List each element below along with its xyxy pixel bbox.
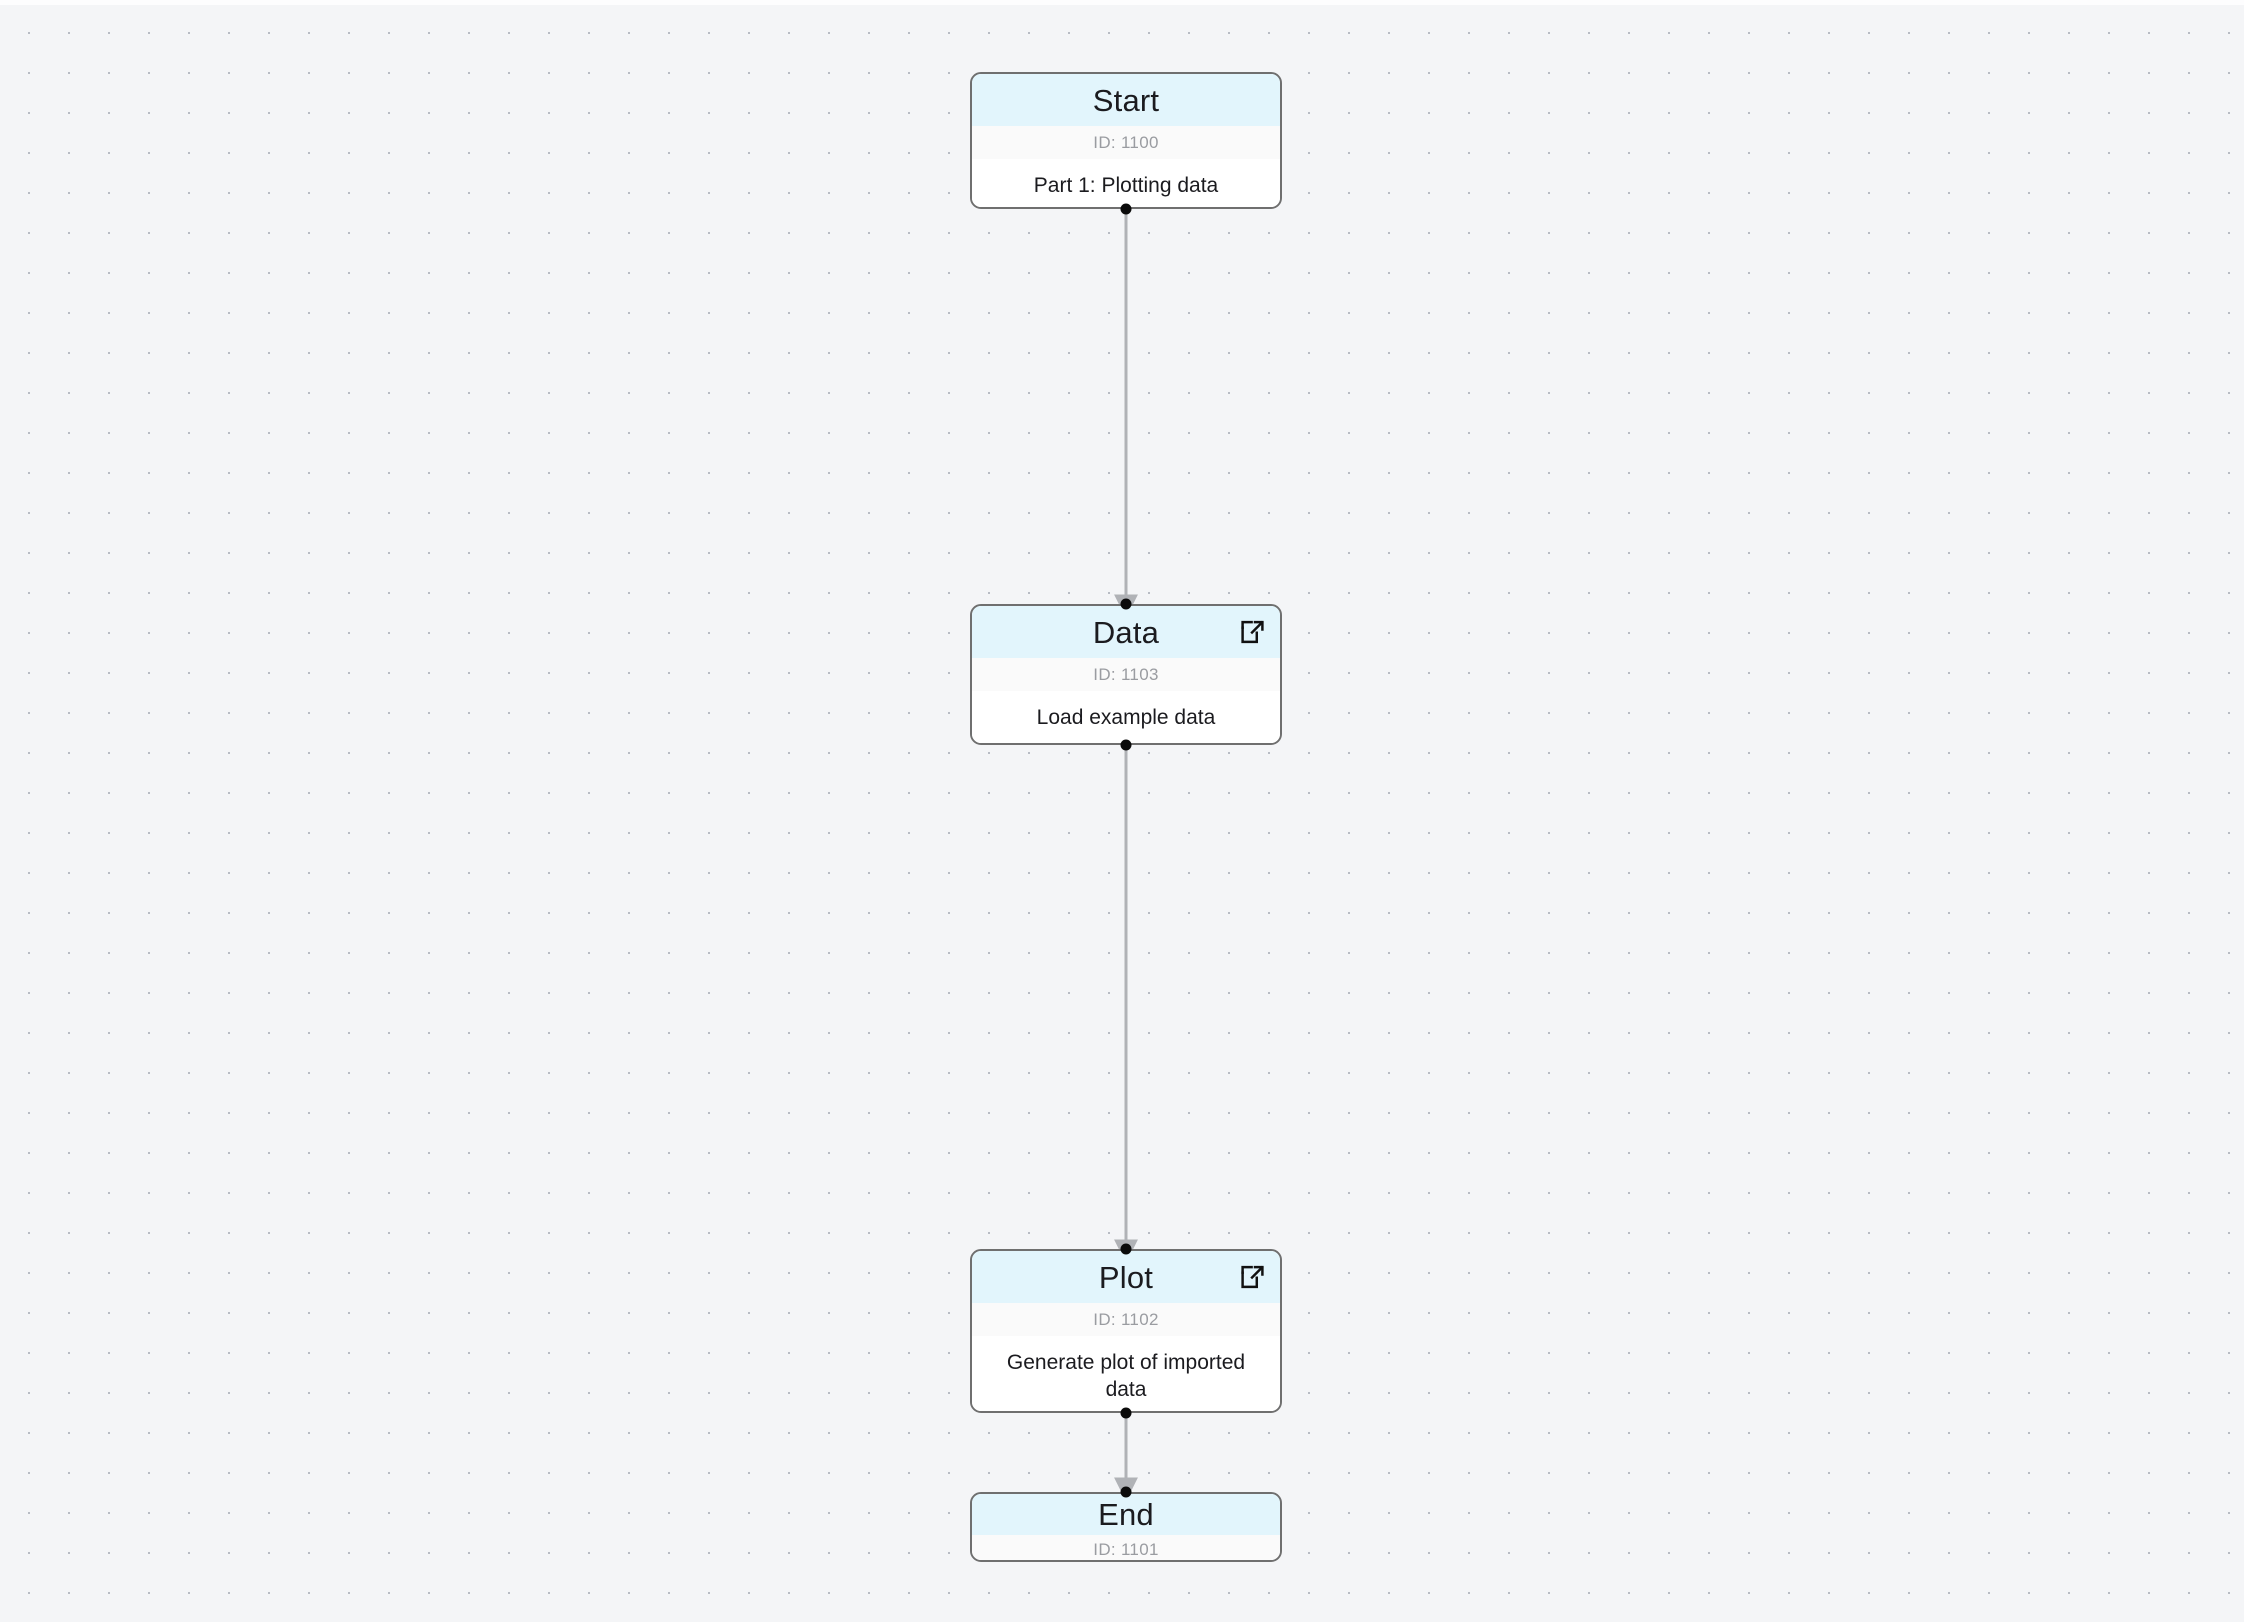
node-plot-target-handle[interactable] <box>1120 1243 1132 1255</box>
node-data-target-handle[interactable] <box>1120 598 1132 610</box>
node-plot-description: Generate plot of imported data <box>1006 1351 1246 1401</box>
node-data-description: Load example data <box>1036 706 1216 729</box>
node-plot-body: Generate plot of imported data <box>972 1336 1280 1411</box>
node-start-description: Part 1: Plotting data <box>1033 174 1219 197</box>
viewport-top-edge <box>0 0 2244 5</box>
node-end-target-handle[interactable] <box>1120 1486 1132 1498</box>
external-link-icon[interactable] <box>1239 619 1266 646</box>
node-start-title: Start <box>1092 82 1160 118</box>
node-end-header: End <box>972 1494 1280 1535</box>
node-plot-title: Plot <box>1098 1259 1154 1295</box>
node-data-body: Load example data <box>972 691 1280 743</box>
node-end-title: End <box>1098 1497 1154 1532</box>
node-end-idbar: ID: 1101 <box>972 1535 1280 1560</box>
node-plot-header: Plot <box>972 1251 1280 1303</box>
node-start-id: ID: 1100 <box>1093 133 1159 152</box>
node-end[interactable]: End ID: 1101 <box>970 1492 1282 1562</box>
node-data[interactable]: Data ID: 1103 Load example data <box>970 604 1282 745</box>
node-plot[interactable]: Plot ID: 1102 Generate plot of imported … <box>970 1249 1282 1413</box>
node-start-header: Start <box>972 74 1280 126</box>
node-data-id: ID: 1103 <box>1093 665 1159 684</box>
node-data-source-handle[interactable] <box>1120 739 1132 751</box>
node-plot-idbar: ID: 1102 <box>972 1303 1280 1336</box>
external-link-icon[interactable] <box>1239 1264 1266 1291</box>
node-start-body: Part 1: Plotting data <box>972 159 1280 207</box>
node-data-header: Data <box>972 606 1280 658</box>
node-data-idbar: ID: 1103 <box>972 658 1280 691</box>
node-end-id: ID: 1101 <box>1093 1540 1159 1559</box>
node-start-source-handle[interactable] <box>1120 203 1132 215</box>
node-data-title: Data <box>1092 614 1160 650</box>
node-plot-source-handle[interactable] <box>1120 1407 1132 1419</box>
node-start-idbar: ID: 1100 <box>972 126 1280 159</box>
node-plot-id: ID: 1102 <box>1093 1310 1159 1329</box>
node-start[interactable]: Start ID: 1100 Part 1: Plotting data <box>970 72 1282 209</box>
